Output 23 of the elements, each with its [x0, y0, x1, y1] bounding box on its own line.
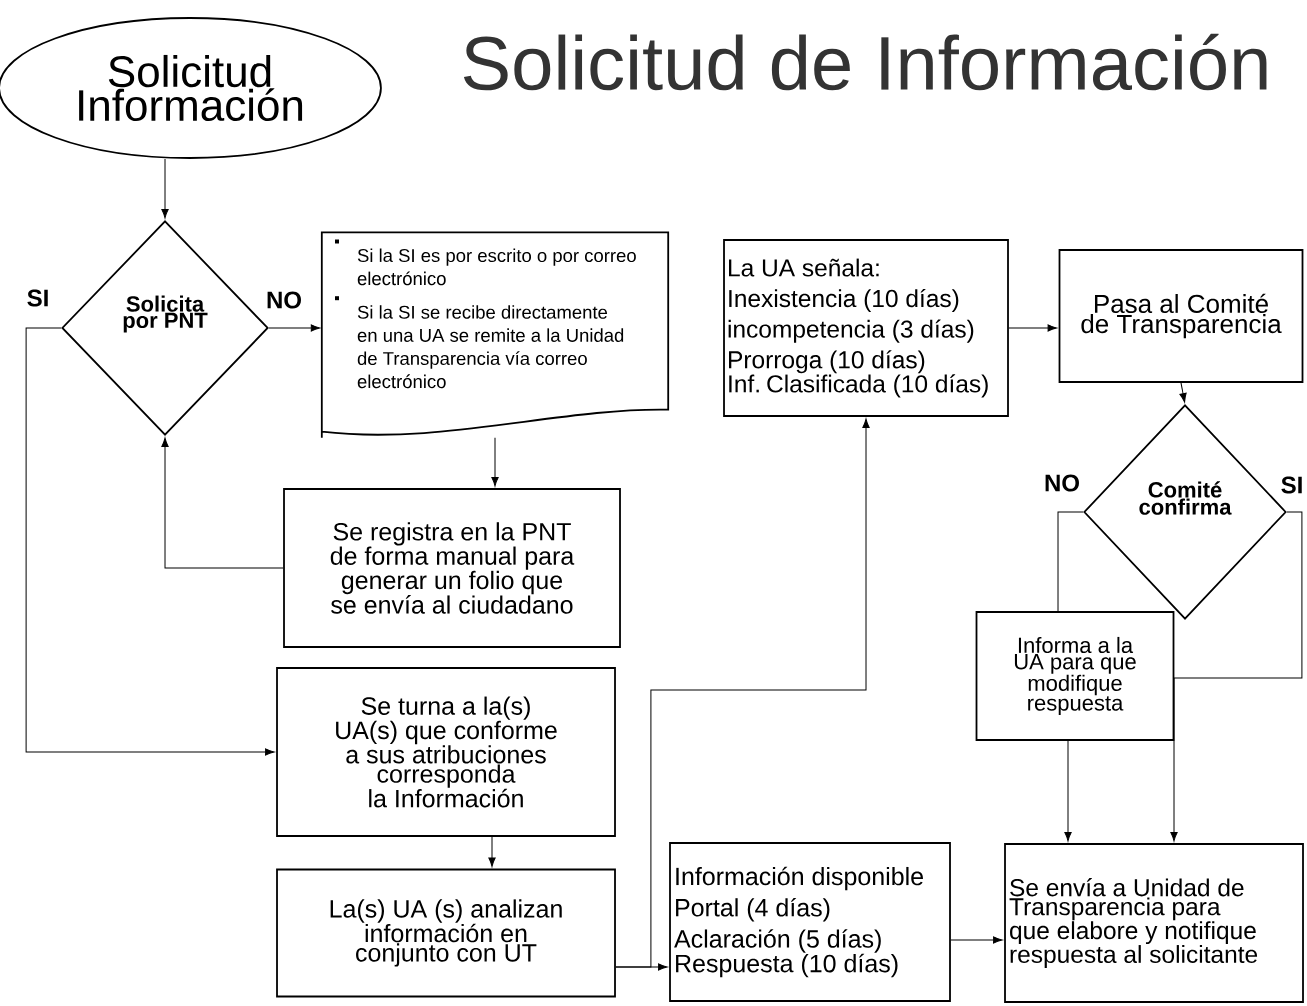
edge-label: NO	[1043, 473, 1081, 493]
arrow	[615, 418, 870, 968]
process-box: Se registra en la PNT de forma manual para generar un folio que se envía al ciudadano	[283, 488, 621, 648]
process-box: Información disponible Portal (4 días) Aclaración (5 días) Respuesta (10 días)	[669, 842, 951, 1002]
arrow	[1064, 740, 1072, 842]
arrow	[25, 327, 275, 756]
arrow	[1170, 511, 1303, 842]
title: Solicitud de Información	[463, 33, 1267, 91]
arrow	[488, 836, 496, 867]
arrow	[950, 936, 1003, 944]
process-box: Se turna a la(s) UA(s) que conforme a sus atribuciones corresponda la Información	[276, 667, 616, 837]
arrow	[161, 158, 169, 219]
arrow	[268, 324, 321, 332]
arrow	[161, 437, 284, 569]
arrow	[491, 437, 499, 487]
process-box: La UA señala: Inexistencia (10 días) incompetencia (3 días) Prorroga (10 días) Inf. Clasificada (10 días)	[723, 239, 1009, 417]
process-box: Informa a la UA para que modifique respuesta	[975, 611, 1175, 741]
arrow	[1179, 382, 1187, 403]
process-box: Pasa al Comité de Transparencia	[1058, 249, 1304, 383]
edge-label: SI	[25, 288, 51, 308]
process-box: Se envía a Unidad de Transparencia para que elabore y notifique respuesta al solicitante	[1004, 843, 1304, 1003]
arrow	[1008, 324, 1057, 332]
process-box: La(s) UA (s) analizan información en conjunto con UT	[276, 868, 616, 998]
